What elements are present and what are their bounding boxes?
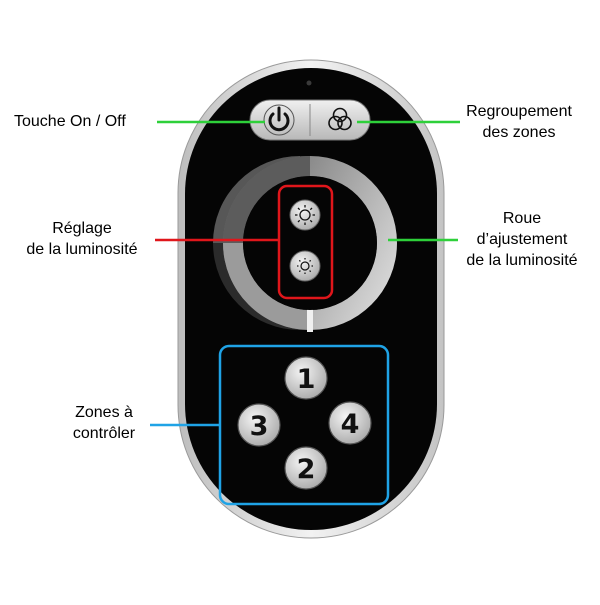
wheel-label-line-3: de la luminosité <box>466 252 578 269</box>
zone-4-button[interactable]: 4 <box>328 401 372 445</box>
brightness-label: Réglage de la luminosité <box>4 218 160 260</box>
brightness-wheel[interactable] <box>213 156 397 332</box>
zone-4-label: 4 <box>341 409 360 440</box>
zones-label-line-2: contrôler <box>72 425 136 442</box>
wheel-label: Roue d’ajustement de la luminosité <box>452 208 592 271</box>
sun-bright-icon <box>295 205 315 225</box>
sun-dim-icon <box>297 258 313 274</box>
zone-1-button[interactable]: 1 <box>284 356 328 400</box>
zone-3-label: 3 <box>250 411 269 442</box>
zone-1-label: 1 <box>297 364 316 395</box>
power-button[interactable] <box>263 104 295 136</box>
brightness-down-button[interactable] <box>289 250 321 282</box>
zones-group-label-line-1: Regroupement <box>466 103 572 120</box>
brightness-up-button[interactable] <box>289 199 321 231</box>
led-indicator <box>306 80 312 86</box>
power-label-line-1: Touche On / Off <box>14 113 126 130</box>
zone-2-button[interactable]: 2 <box>284 446 328 490</box>
zone-3-button[interactable]: 3 <box>237 403 281 447</box>
power-label: Touche On / Off <box>14 111 126 132</box>
brightness-highlight-box <box>277 184 334 300</box>
venn-circles-icon <box>328 107 352 131</box>
brightness-label-line-2: de la luminosité <box>26 241 138 258</box>
wheel-label-line-2: d’ajustement <box>476 231 568 248</box>
zones-label: Zones à contrôler <box>54 402 154 444</box>
brightness-label-line-1: Réglage <box>52 220 112 237</box>
zones-group-label-line-2: des zones <box>482 124 556 141</box>
zones-group-button[interactable] <box>328 107 352 131</box>
zone-2-label: 2 <box>297 454 316 485</box>
wheel-label-line-1: Roue <box>502 210 542 227</box>
zones-label-line-1: Zones à <box>75 404 133 421</box>
zones-group-label: Regroupement des zones <box>456 101 582 143</box>
power-icon <box>268 106 290 132</box>
